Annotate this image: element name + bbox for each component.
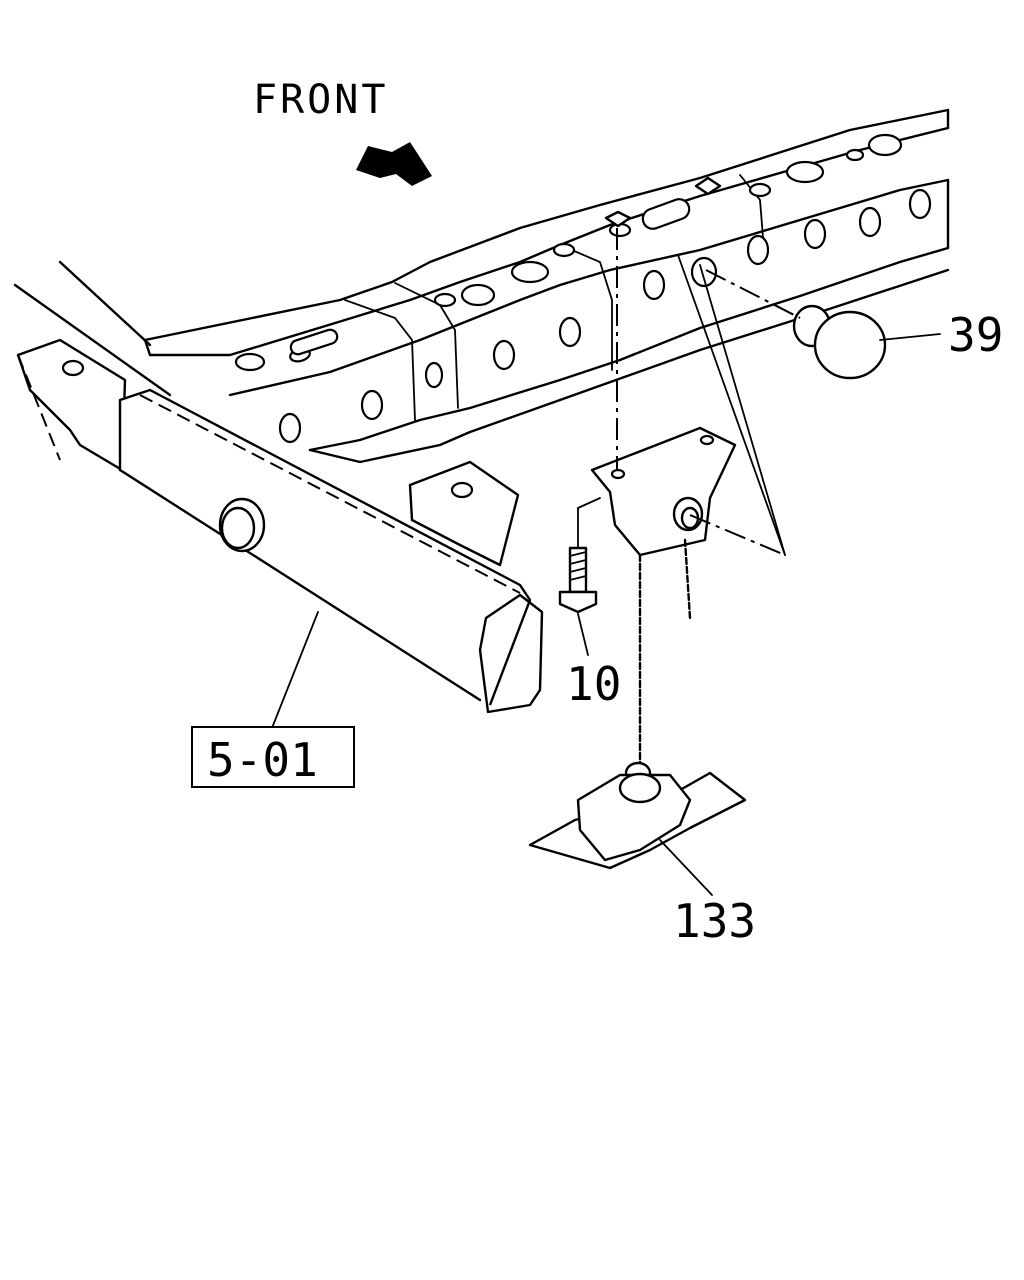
- front-label: FRONT: [253, 77, 388, 123]
- frame-rail: [143, 108, 950, 464]
- callout-39: 39: [948, 308, 1003, 362]
- ref-box-5-01: [191, 726, 355, 788]
- front-arrow-icon: [356, 142, 432, 186]
- callout-10: 10: [566, 657, 621, 711]
- rail-holes: [234, 133, 932, 444]
- chain: [624, 538, 692, 787]
- bolt: [558, 546, 598, 614]
- hanger-bracket: [590, 426, 737, 557]
- callout-133: 133: [673, 894, 756, 948]
- tire-carrier: [528, 771, 747, 870]
- cross-member: [13, 260, 544, 714]
- leader-lines: [271, 228, 941, 896]
- plug-39: [792, 304, 887, 380]
- ref-label-5-01: 5-01: [207, 733, 318, 787]
